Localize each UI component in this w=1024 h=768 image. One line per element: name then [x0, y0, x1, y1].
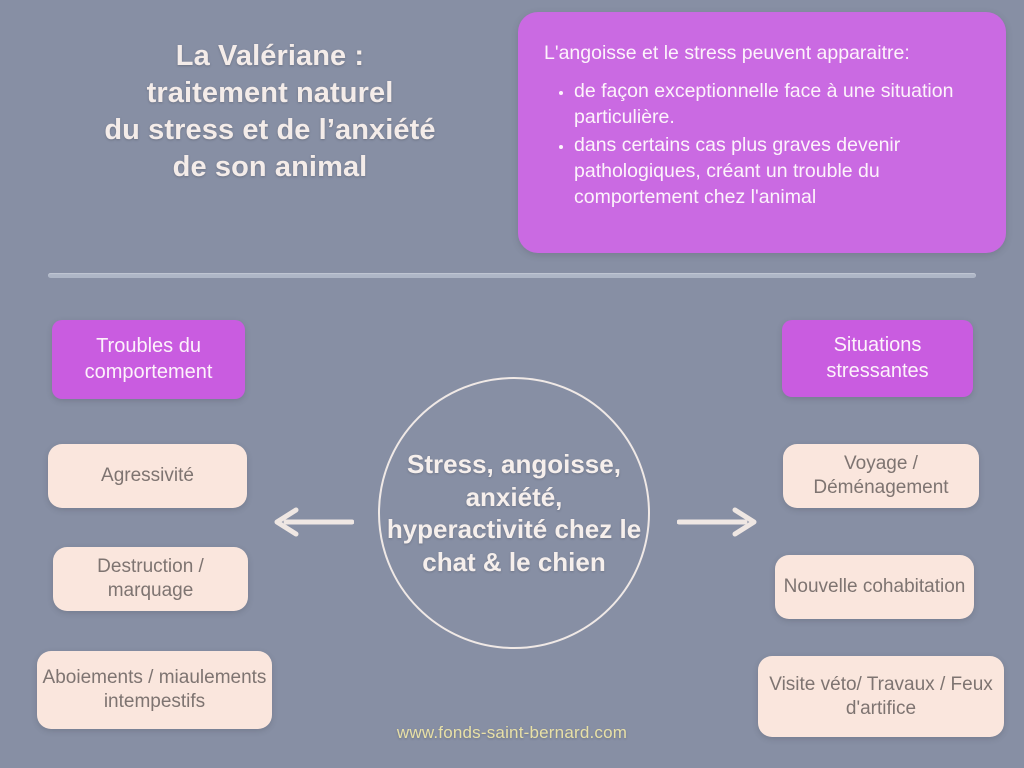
right-column-header-label: Situations stressantes — [826, 334, 929, 382]
left-item-box-aboiements: Aboiements / miaulements intempestifs — [37, 651, 272, 729]
right-item-label: Voyage / Déménagement — [813, 453, 949, 498]
page-title-line-1: La Valériane : — [175, 40, 365, 72]
page-title: La Valériane : traitement naturel du str… — [40, 38, 500, 186]
right-item-box-voyage: Voyage / Déménagement — [783, 444, 979, 508]
callout-bullet-item: dans certains cas plus graves devenir pa… — [574, 133, 984, 211]
left-item-label: Agressivité — [101, 465, 194, 487]
right-item-box-visite-veto: Visite véto/ Travaux / Feux d'artifice — [758, 656, 1004, 737]
right-item-box-cohabitation: Nouvelle cohabitation — [775, 555, 974, 619]
left-item-label: Destruction / marquage — [97, 556, 204, 601]
left-item-box-destruction: Destruction / marquage — [53, 547, 248, 611]
section-divider — [48, 273, 976, 278]
page-title-line-4: de son animal — [172, 151, 368, 184]
right-column-header-box: Situations stressantes — [782, 320, 973, 397]
page-title-line-3: du stress et de l’anxiété — [104, 114, 436, 147]
left-item-box-agressivite: Agressivité — [48, 444, 247, 508]
left-column-header-label: Troubles du comportement — [84, 335, 213, 383]
right-item-label: Visite véto/ Travaux / Feux d'artifice — [769, 673, 993, 719]
callout-bullet-list: de façon exceptionnelle face à une situa… — [540, 79, 984, 211]
footer-website-url: www.fonds-saint-bernard.com — [396, 723, 628, 742]
left-column-header-box: Troubles du comportement — [52, 320, 245, 399]
left-item-label: Aboiements / miaulements intempestifs — [42, 667, 267, 712]
arrow-left-icon — [268, 505, 354, 539]
callout-panel: L'angoisse et le stress peuvent apparait… — [518, 12, 1006, 253]
arrow-right-icon — [677, 505, 763, 539]
page-title-line-2: traitement naturel — [146, 77, 394, 110]
callout-bullet-item: de façon exceptionnelle face à une situa… — [574, 79, 984, 131]
callout-heading: L'angoisse et le stress peuvent apparait… — [544, 42, 910, 64]
central-circle: Stress, angoisse, anxiété, hyperactivité… — [378, 377, 650, 649]
central-circle-label: Stress, angoisse, anxiété, hyperactivité… — [386, 449, 642, 577]
right-item-label: Nouvelle cohabitation — [783, 576, 966, 598]
